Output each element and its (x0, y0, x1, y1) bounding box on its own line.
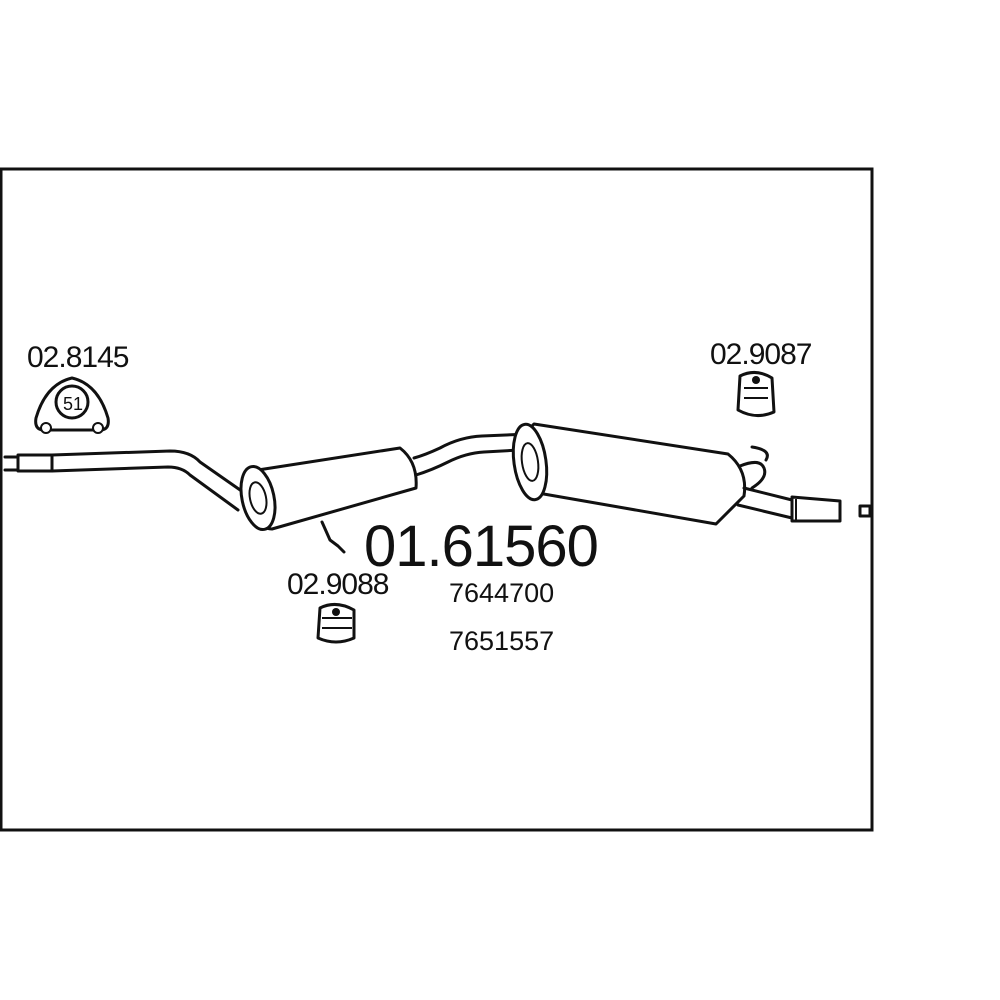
accessory-gasket: 02.8145 51 (27, 341, 130, 434)
oem-number: 7644700 (449, 578, 554, 608)
accessory-hanger-front: 02.9088 (287, 568, 390, 644)
front-muffler (239, 446, 418, 531)
oem-number: 7651557 (449, 626, 554, 656)
gasket-badge: 51 (63, 394, 83, 414)
diagram-border (0, 167, 874, 832)
main-part-number: 01.61560 (364, 514, 598, 579)
accessory-code: 02.9088 (287, 568, 389, 601)
accessory-hanger-rear: 02.9087 (710, 338, 813, 417)
exhaust-system (3, 422, 872, 554)
accessory-code: 02.8145 (27, 341, 129, 374)
rear-muffler (511, 422, 769, 526)
accessory-code: 02.9087 (710, 338, 812, 371)
